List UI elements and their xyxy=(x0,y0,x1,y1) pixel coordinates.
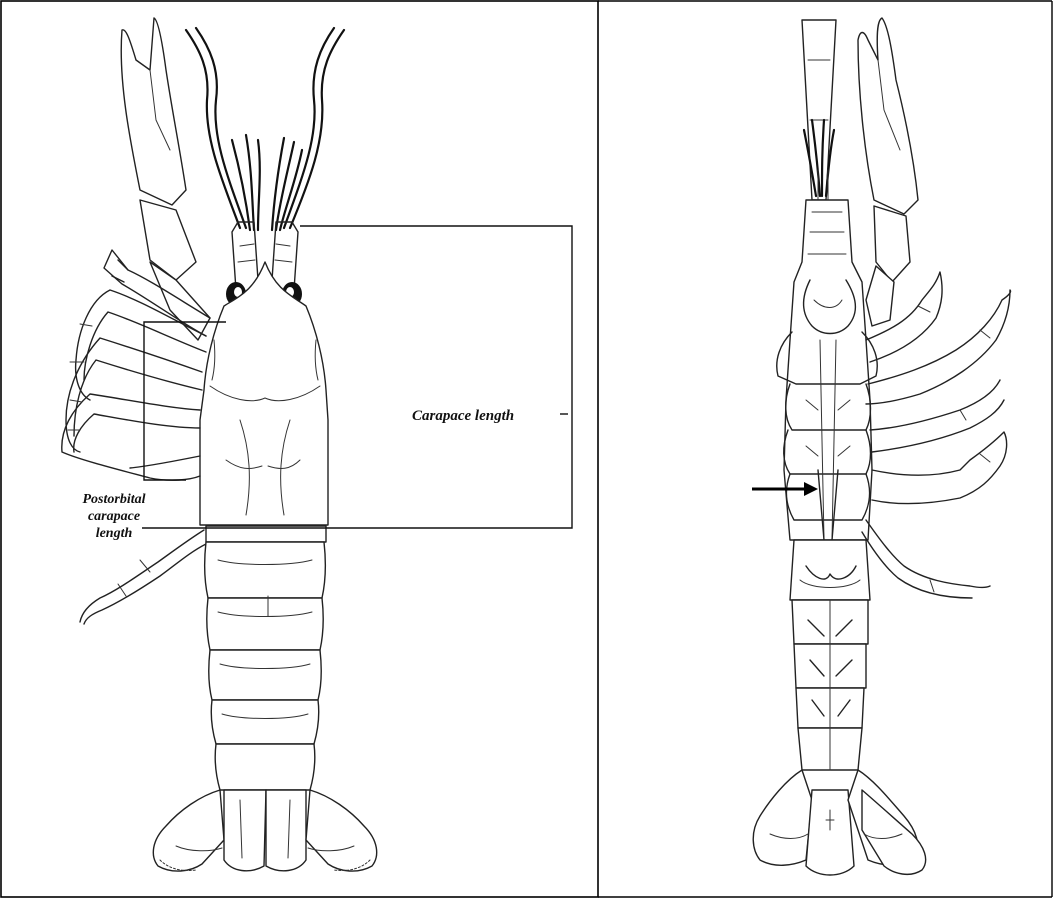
ventral-antennae xyxy=(802,20,836,200)
dorsal-abdomen xyxy=(205,526,326,790)
ventral-abdomen xyxy=(790,540,870,770)
dorsal-crayfish: Carapace length Postorbital carapace len… xyxy=(62,18,572,871)
ventral-crayfish xyxy=(752,18,1011,875)
ventral-tail-fan xyxy=(753,770,925,875)
label-carapace-length: Carapace length xyxy=(412,408,514,424)
ventral-claw xyxy=(858,18,918,326)
dorsal-antennae xyxy=(186,28,344,228)
label-postorbital-line2: carapace xyxy=(88,509,140,524)
dorsal-carapace xyxy=(200,262,328,525)
label-postorbital-line1: Postorbital xyxy=(82,492,145,507)
dorsal-tail-fan xyxy=(153,790,376,871)
label-postorbital-line3: length xyxy=(96,526,133,541)
